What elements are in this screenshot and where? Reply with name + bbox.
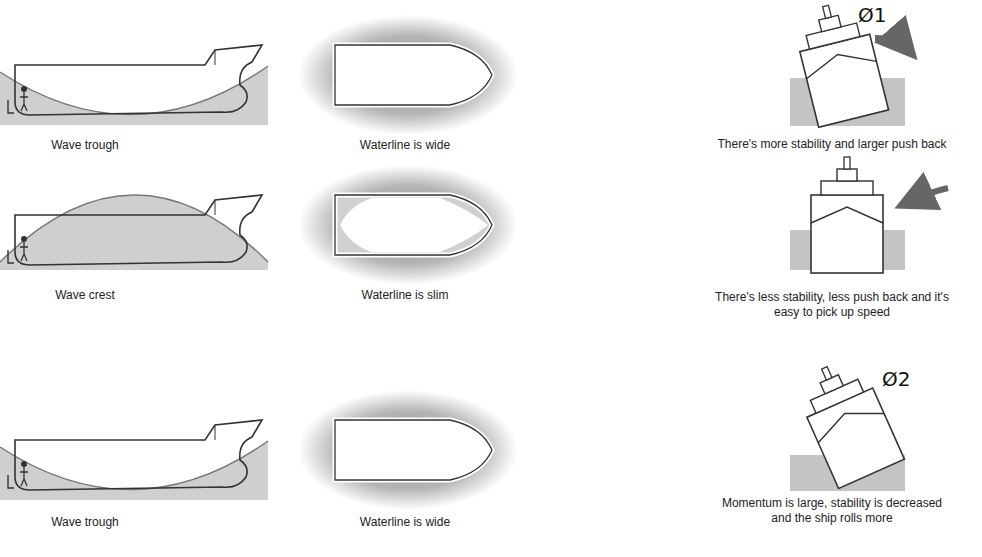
caption-label: There's less stability, less push back a… bbox=[705, 290, 960, 320]
angle-symbol: Ø1 bbox=[858, 4, 918, 26]
caption-label: There's more stability and larger push b… bbox=[687, 137, 977, 152]
caption-label: Waterline is wide bbox=[315, 515, 495, 530]
caption-label: Waterline is wide bbox=[315, 138, 495, 153]
caption-label: Waterline is slim bbox=[315, 288, 495, 303]
caption-label: Wave trough bbox=[10, 515, 160, 530]
angle-symbol: Ø2 bbox=[882, 368, 942, 390]
caption-label: Wave trough bbox=[10, 138, 160, 153]
caption-label: Momentum is large, stability is decrease… bbox=[712, 496, 952, 526]
caption-label: Wave crest bbox=[10, 288, 160, 303]
